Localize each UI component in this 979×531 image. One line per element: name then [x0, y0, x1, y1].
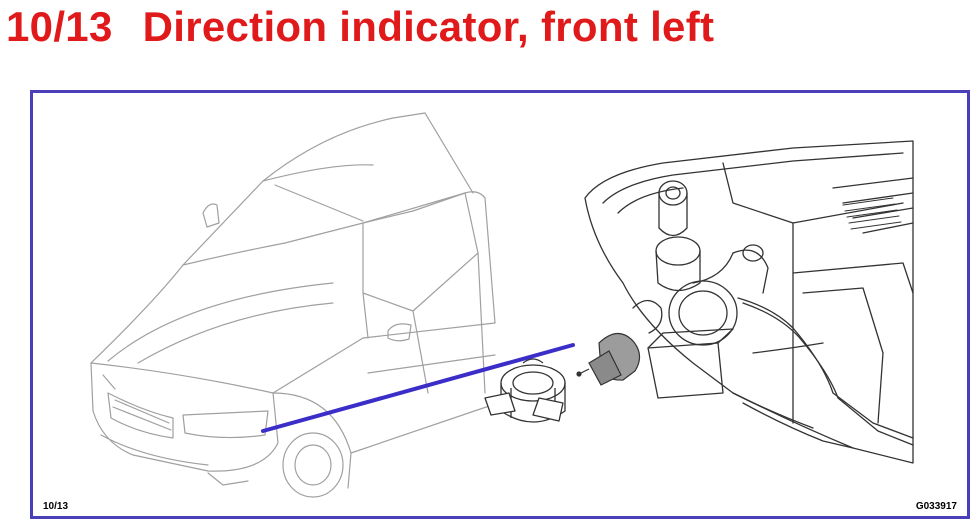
lamp-assembly	[584, 140, 914, 464]
illustration-frame: 10/13 G033917	[30, 90, 970, 519]
bulb	[576, 332, 641, 386]
page-number: 10/13	[6, 3, 113, 50]
pointer-line	[261, 343, 575, 433]
figure-page-ref: 10/13	[43, 501, 69, 512]
title-text: Direction indicator, front left	[142, 3, 715, 50]
page-title: 10/13 Direction indicator, front left	[6, 2, 714, 52]
illustration	[90, 112, 914, 498]
bulb-holder	[484, 358, 566, 423]
car-illustration	[90, 112, 499, 498]
figure-code: G033917	[915, 501, 957, 512]
